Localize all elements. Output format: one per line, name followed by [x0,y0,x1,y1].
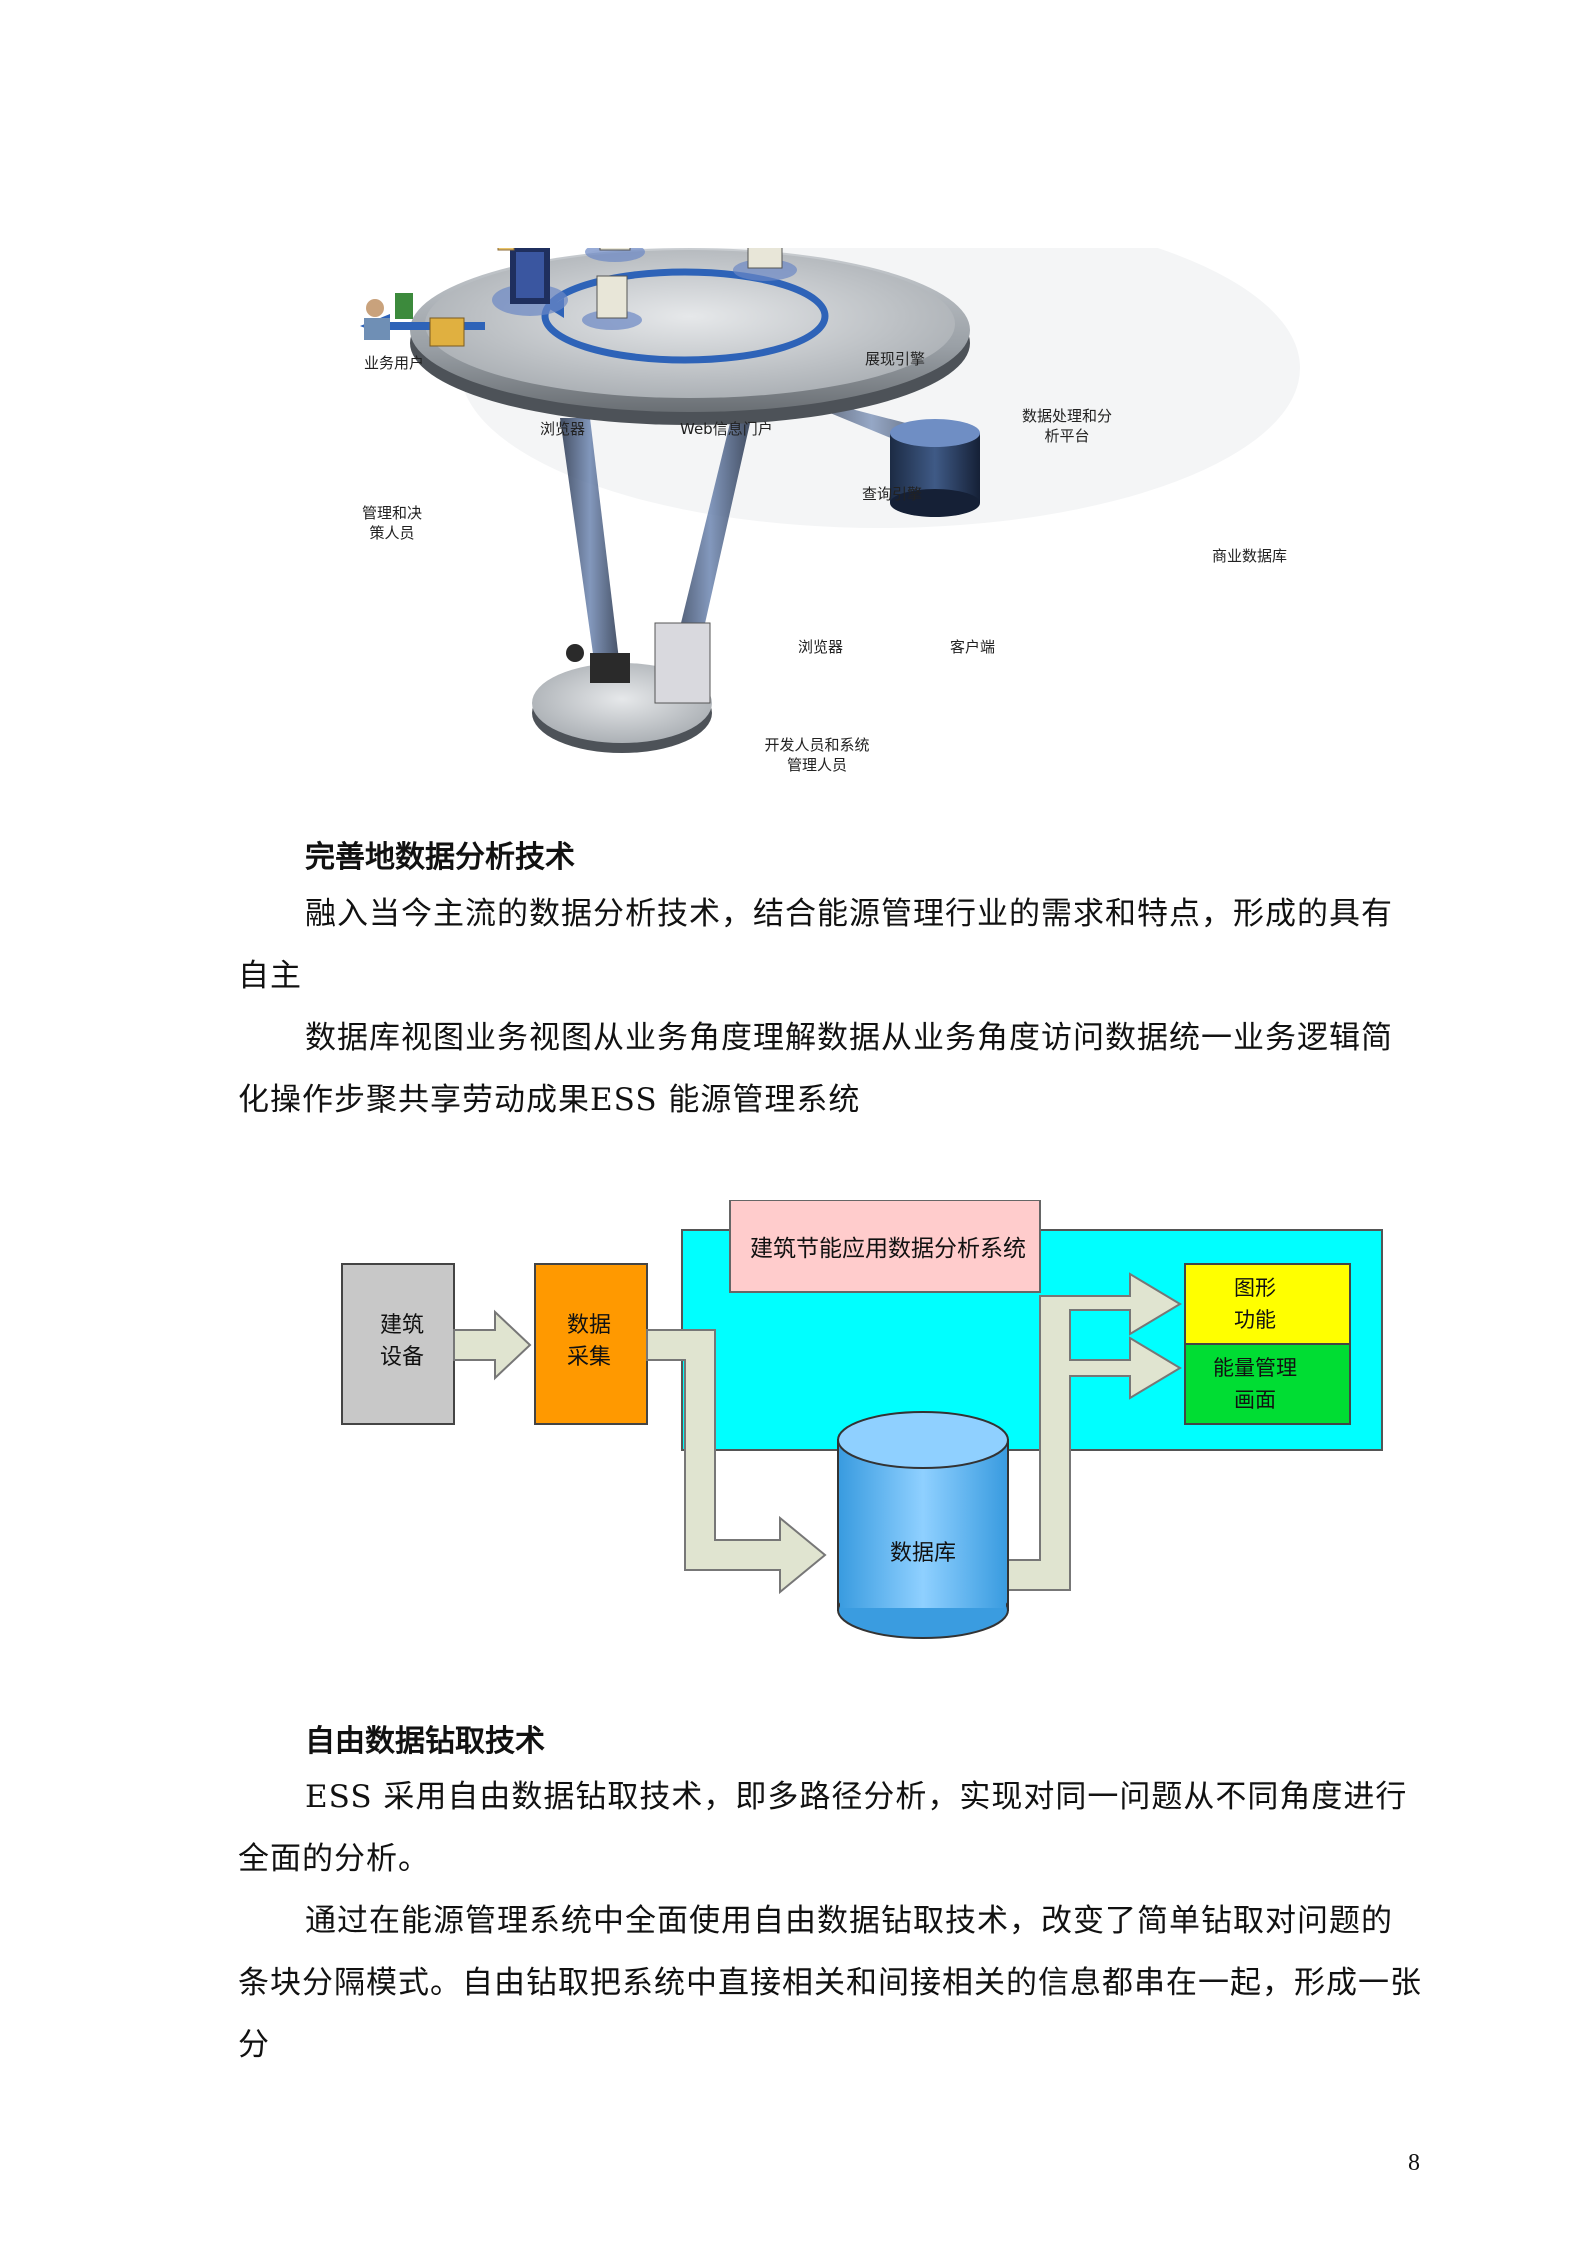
section-heading-drill-down: 自由数据钻取技术 [305,1724,545,1759]
browser-icon [497,248,515,251]
label-commercial-db: 商业数据库 [1212,547,1288,565]
label-developers: 开发人员和系统管理人员 [764,736,870,774]
label-browser-left: 浏览器 [540,420,586,438]
energy-screen-box [1184,1343,1351,1425]
database-label: 数据库 [889,1541,956,1566]
flow-diagram-graphic [341,1199,1383,1639]
graphics-box [1184,1263,1351,1345]
architecture-illustration [360,248,1300,753]
paragraph-data-analysis-2: 数据库视图业务视图从业务角度理解数据从业务角度访问数据统一业务逻辑简化操作步聚共… [238,1020,1393,1118]
manager-icon [364,293,465,347]
system-title-box [729,1199,1041,1293]
paragraph-drill-down-2: 通过在能源管理系统中全面使用自由数据钻取技术，改变了简单钻取对问题的条块分隔模式… [238,1903,1422,2063]
arrow-database-to-outputs [979,1272,1182,1591]
label-manager: 管理和决策人员 [362,504,423,542]
paragraph-drill-down-1: ESS 采用自由数据钻取技术，即多路径分析，实现对同一问题从不同角度进行全面的分… [238,1779,1408,1877]
label-display-engine: 展现引擎 [865,350,926,368]
label-processing-platform: 数据处理和分析平台 [1022,407,1113,445]
label-client: 客户端 [950,638,996,656]
building-equipment-label: 建筑设备 [379,1313,424,1370]
arrow-collection-to-database [646,1329,827,1595]
flow-diagram [340,1199,1390,1660]
paragraph-data-analysis-1: 融入当今主流的数据分析技术，结合能源管理行业的需求和特点，形成的具有自主 [238,896,1393,994]
label-web-portal: Web信息门户 [680,420,773,438]
section-heading-data-analysis: 完善地数据分析技术 [305,840,575,875]
architecture-figure [350,248,1335,813]
label-query-engine: 查询引擎 [862,485,923,503]
system-title-label: 建筑节能应用数据分析系统 [750,1236,1026,1262]
energy-screen-label: 能量管理画面 [1213,1356,1297,1412]
building-equipment-box [341,1263,455,1425]
database-cylinder [837,1411,1009,1639]
arrow-equipment-to-collection [453,1309,532,1381]
page-number: 8 [1408,2150,1420,2176]
data-collection-box [534,1263,648,1425]
label-browser-bottom: 浏览器 [798,638,844,656]
graphics-label: 图形功能 [1234,1276,1276,1332]
label-business-user: 业务用户 [364,354,425,372]
data-collection-label: 数据采集 [567,1313,612,1370]
